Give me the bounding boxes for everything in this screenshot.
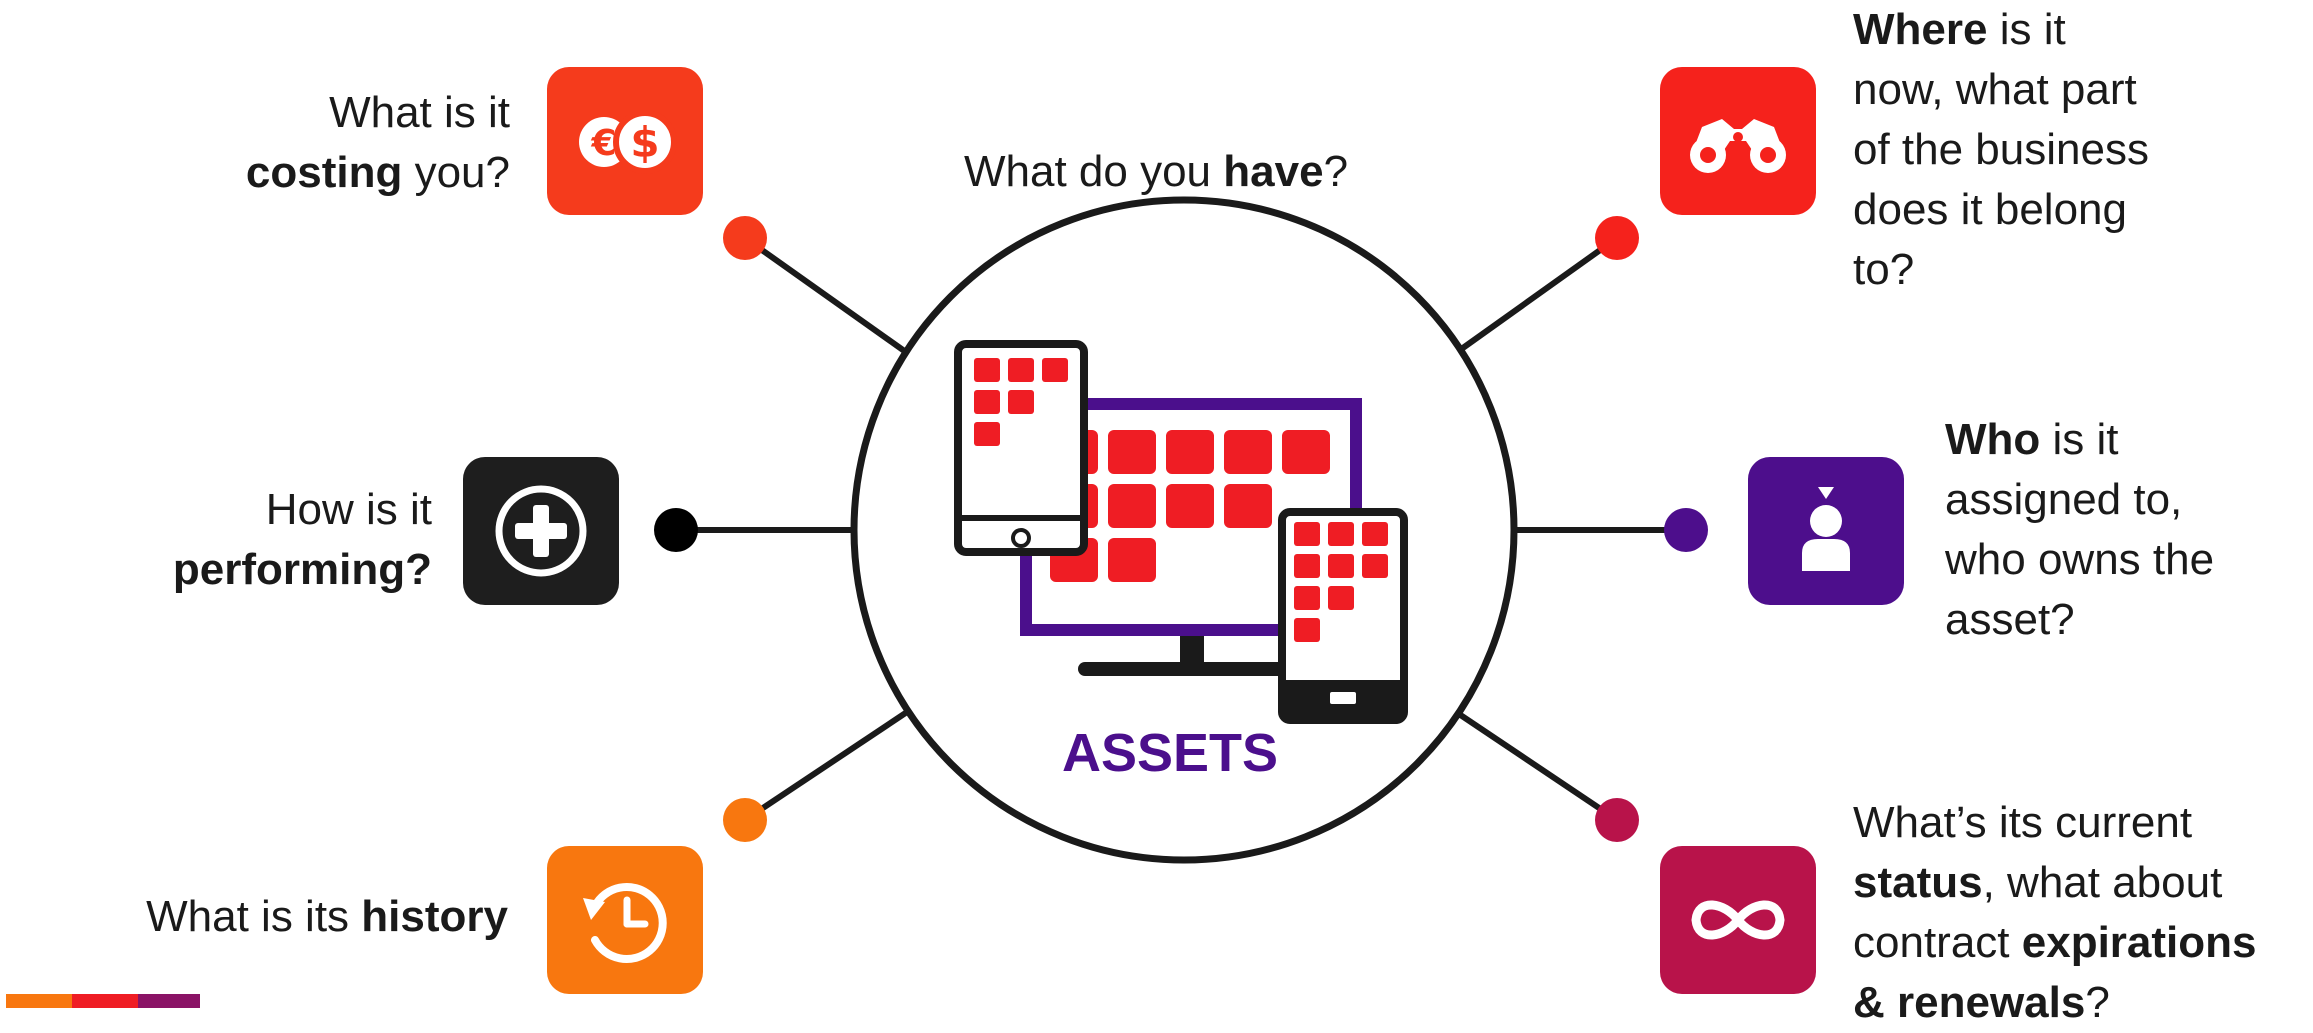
svg-text:€: € xyxy=(590,123,616,164)
question-where: Where is it now, what part of the busine… xyxy=(1853,5,2149,294)
devices-illustration xyxy=(954,340,1408,724)
connector-history xyxy=(743,707,912,823)
where-icon-tile xyxy=(1660,67,1816,215)
brand-stripe-orange xyxy=(6,994,72,1008)
connector-costing xyxy=(743,235,912,358)
user-icon xyxy=(1802,487,1850,571)
history-icon-tile xyxy=(547,846,703,994)
assets-label: ASSETS xyxy=(1062,723,1279,783)
svg-text:$: $ xyxy=(630,118,659,167)
who-icon-tile xyxy=(1748,457,1904,605)
connector-status xyxy=(1451,707,1619,823)
question-status: What’s its current status, what about co… xyxy=(1853,798,2257,1027)
brand-stripe-red xyxy=(72,994,138,1008)
node-costing xyxy=(723,216,767,260)
status-icon-tile xyxy=(1660,846,1816,994)
question-performing: How is it performing? xyxy=(172,485,432,594)
binoculars-icon xyxy=(1690,119,1786,173)
brand-stripe-purple xyxy=(138,994,200,1008)
node-performing xyxy=(654,508,698,552)
history-icon xyxy=(583,883,667,963)
currency-icon: € $ xyxy=(579,110,677,174)
node-history xyxy=(723,798,767,842)
infinity-icon xyxy=(1691,900,1785,940)
performing-icon-tile xyxy=(463,457,619,605)
node-who xyxy=(1664,508,1708,552)
question-history: What is its history xyxy=(146,892,508,941)
plus-icon xyxy=(495,485,587,577)
node-status xyxy=(1595,798,1639,842)
question-costing: What is it costing you? xyxy=(245,88,510,197)
costing-icon-tile: € $ xyxy=(547,67,703,215)
question-have: What do you have? xyxy=(964,147,1349,196)
node-where xyxy=(1595,216,1639,260)
connector-where xyxy=(1451,235,1619,358)
question-who: Who is it assigned to, who owns the asse… xyxy=(1945,415,2215,644)
